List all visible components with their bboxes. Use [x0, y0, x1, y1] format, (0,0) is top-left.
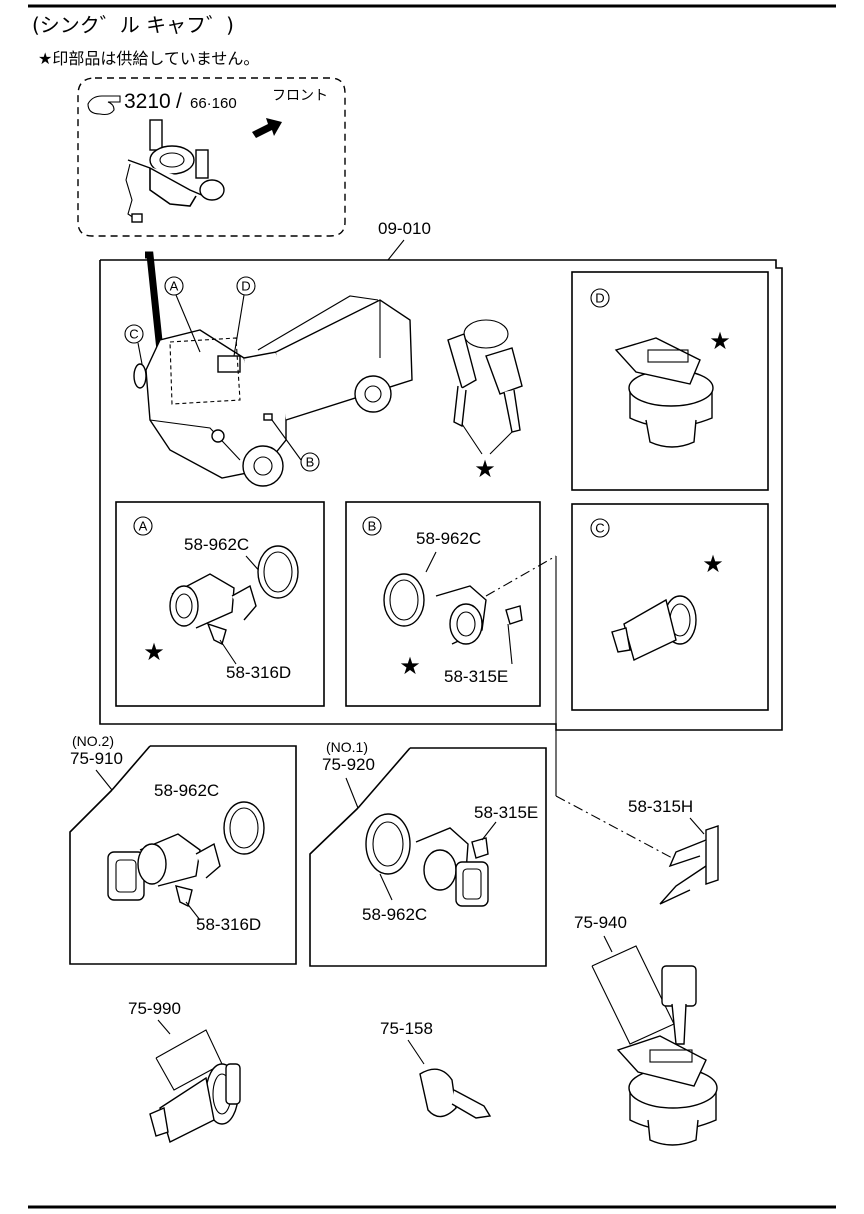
detail-box-b: [345, 501, 541, 707]
key-set-no2-tag: (NO.2): [72, 733, 114, 749]
svg-text:D: D: [241, 279, 250, 294]
callout-d-icon: [236, 276, 256, 296]
key-set-no1-frame: [309, 747, 547, 967]
reference-box: 3210 / 66·160 フロント: [77, 77, 346, 237]
assembly-frame: [99, 259, 783, 731]
door-lock-key-set-drawing: [365, 813, 489, 907]
key-set-no2-part-number: 75-910: [70, 749, 123, 768]
callout-a-icon: [164, 276, 184, 296]
retainer-d-part-number: 58-316D: [196, 915, 261, 934]
not-supplied-star: ★: [702, 550, 724, 578]
steering-lock-housing-drawing: [125, 119, 225, 223]
assembly-part-number: 09-010: [378, 219, 431, 238]
door-lock-key-set-drawing: [107, 801, 265, 908]
not-supplied-star: ★: [474, 455, 496, 483]
key-set-no2-frame: [69, 745, 297, 965]
detail-a-label: A: [139, 519, 148, 534]
front-label: フロント: [272, 88, 328, 104]
blank-key-drawing: [419, 1068, 492, 1119]
not-supplied-star: ★: [709, 327, 731, 355]
glove-box-lock-part-number: 75-990: [128, 999, 181, 1018]
svg-text:/: /: [176, 90, 182, 113]
page-title: (シンク゛ル キャフ゛): [32, 13, 234, 37]
retainer-h-part-number: 58-315H: [628, 797, 693, 816]
svg-text:A: A: [170, 279, 179, 294]
tailgate-lock-drawing: [611, 595, 697, 661]
detail-box-d: [571, 271, 769, 491]
not-supplied-star: ★: [399, 652, 421, 680]
detail-c-label: C: [595, 521, 604, 536]
detail-box-a: [115, 501, 325, 707]
glove-box-lock-drawing: [149, 1063, 241, 1144]
retainer-d-part-number: 58-316D: [226, 663, 291, 682]
retainer-e-part-number: 58-315E: [474, 803, 538, 822]
fuel-cap-drawing: [614, 337, 714, 448]
reference-code: 3210: [124, 90, 171, 113]
o-ring-part-number: 58-962C: [154, 781, 219, 800]
fuel-cap-with-key-drawing: [616, 965, 718, 1146]
o-ring-part-number: 58-962C: [184, 535, 249, 554]
supply-note: ★印部品は供給していません。: [38, 49, 259, 68]
key-set-no1-part-number: 75-920: [322, 755, 375, 774]
retainer-clip-drawing: [659, 825, 719, 905]
detail-d-label: D: [595, 291, 604, 306]
door-lock-cylinder-drawing: [383, 573, 523, 665]
callout-c-icon: [124, 324, 144, 344]
o-ring-part-number: 58-962C: [416, 529, 481, 548]
door-lock-cylinder-drawing: [169, 545, 299, 646]
svg-text:B: B: [306, 455, 315, 470]
retainer-e-part-number: 58-315E: [444, 667, 508, 686]
truck-drawing: [133, 251, 413, 487]
svg-text:C: C: [129, 327, 138, 342]
blank-key-part-number: 75-158: [380, 1019, 433, 1038]
detail-b-label: B: [368, 519, 377, 534]
not-supplied-star: ★: [143, 638, 165, 666]
fuel-cap-part-number: 75-940: [574, 913, 627, 932]
key-set-no1-tag: (NO.1): [326, 739, 368, 755]
callout-b-icon: [300, 452, 320, 472]
pointing-hand-icon: [87, 95, 121, 116]
reference-subcode: 66·160: [190, 95, 237, 112]
front-arrow-icon: [252, 118, 282, 138]
detail-box-c: [571, 503, 769, 711]
key-pair-drawing: [447, 319, 523, 433]
o-ring-part-number: 58-962C: [362, 905, 427, 924]
